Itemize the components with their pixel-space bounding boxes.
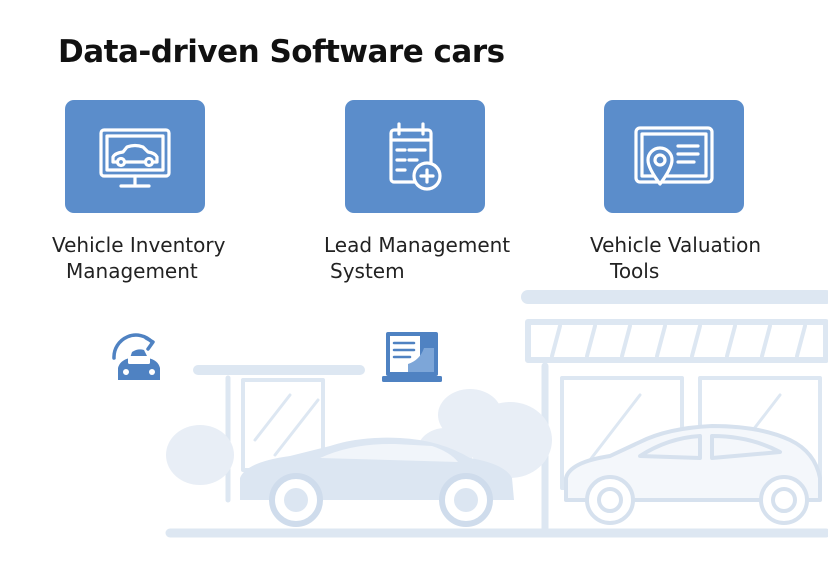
caption-line: Lead Management <box>324 233 511 257</box>
lead-management-caption: Lead Management System <box>324 232 510 284</box>
caption-line: System <box>330 259 405 283</box>
lead-management-tile[interactable] <box>345 100 485 213</box>
monitor-car-icon <box>99 128 171 188</box>
screen-location-pin-icon <box>634 126 714 186</box>
caption-line: Tools <box>610 259 660 283</box>
vehicle-inventory-caption: Vehicle Inventory Management <box>52 232 225 284</box>
background-trees <box>166 389 552 485</box>
caption-line: Management <box>66 259 198 283</box>
vehicle-inventory-tile[interactable] <box>65 100 205 213</box>
caption-line: Vehicle Valuation <box>590 233 762 257</box>
storefront-awning <box>525 319 828 363</box>
caption-line: Vehicle Inventory <box>52 233 226 257</box>
calendar-document-plus-icon <box>389 122 442 191</box>
left-canopy-window <box>241 378 325 472</box>
vehicle-valuation-tile[interactable] <box>604 100 744 213</box>
laptop-document-icon <box>382 332 442 382</box>
suv-illustration <box>564 424 822 525</box>
storefront-window-left <box>560 376 684 490</box>
storefront-window-right <box>698 376 822 490</box>
sedan-illustration <box>240 437 514 527</box>
car-sync-icon <box>112 333 160 380</box>
page-title: Data-driven Software cars <box>58 34 505 70</box>
vehicle-valuation-caption: Vehicle Valuation Tools <box>590 232 761 284</box>
